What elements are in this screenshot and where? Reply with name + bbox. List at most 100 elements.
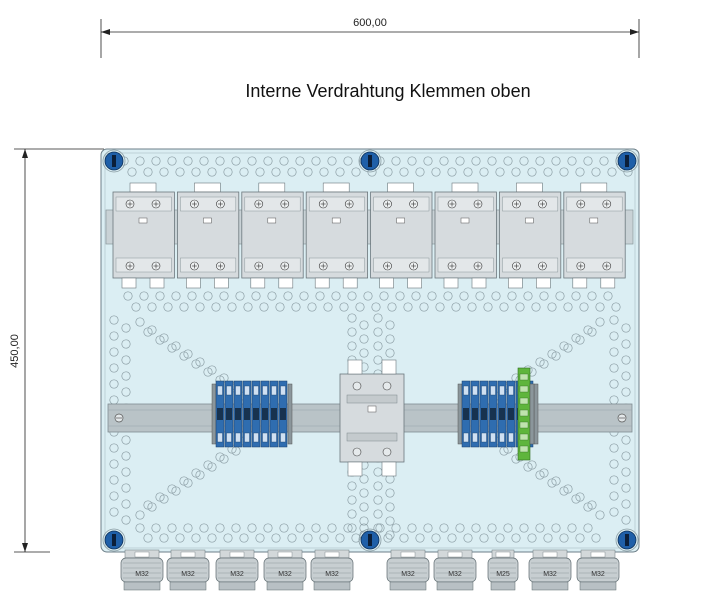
- terminal: [278, 380, 288, 448]
- mounting-hole: [291, 302, 301, 312]
- mounting-hole: [347, 327, 357, 337]
- cable-gland: M32: [215, 549, 259, 591]
- mounting-hole: [323, 302, 333, 312]
- mounting-hole: [215, 523, 225, 533]
- mounting-hole: [335, 533, 345, 543]
- cable-gland: M32: [263, 549, 307, 591]
- mounting-hole: [609, 363, 619, 373]
- terminal: [497, 380, 507, 448]
- mounting-hole: [347, 523, 357, 533]
- mounting-hole: [495, 533, 505, 543]
- mounting-hole: [609, 507, 619, 517]
- mounting-hole: [347, 341, 357, 351]
- mounting-hole: [431, 533, 441, 543]
- mounting-hole: [359, 320, 369, 330]
- mounting-hole: [535, 156, 545, 166]
- mounting-hole: [135, 510, 145, 520]
- mounting-hole: [109, 443, 119, 453]
- mounting-hole: [135, 156, 145, 166]
- mounting-hole: [555, 291, 565, 301]
- screw-icon: [358, 149, 382, 173]
- mounting-hole: [179, 476, 189, 486]
- mounting-hole: [351, 533, 361, 543]
- terminal-block-left: [211, 380, 293, 448]
- circuit-breaker: [112, 182, 175, 289]
- mounting-hole: [147, 502, 157, 512]
- mounting-hole: [559, 167, 569, 177]
- mounting-hole: [143, 167, 153, 177]
- gland-size-label: M32: [135, 571, 149, 578]
- circuit-breaker: [241, 182, 304, 289]
- mounting-hole: [507, 291, 517, 301]
- mounting-hole: [527, 460, 537, 470]
- mounting-hole: [207, 365, 217, 375]
- mounting-hole: [373, 481, 383, 491]
- mounting-hole: [167, 343, 177, 353]
- mounting-hole: [431, 167, 441, 177]
- mounting-hole: [511, 167, 521, 177]
- mounting-hole: [287, 167, 297, 177]
- mounting-hole-pattern: [109, 156, 633, 543]
- mounting-hole: [559, 341, 569, 351]
- ground-terminal: [517, 367, 535, 461]
- screw-icon: [615, 149, 639, 173]
- mounting-hole: [463, 533, 473, 543]
- mounting-hole: [211, 302, 221, 312]
- mounting-hole: [595, 302, 605, 312]
- mounting-hole: [373, 313, 383, 323]
- mounting-hole: [147, 302, 157, 312]
- mounting-hole: [147, 325, 157, 335]
- gland-size-label: M32: [448, 571, 462, 578]
- mounting-hole: [223, 167, 233, 177]
- mounting-hole: [371, 302, 381, 312]
- circuit-breaker: [563, 182, 626, 289]
- mounting-hole: [159, 533, 169, 543]
- mounting-hole: [575, 492, 585, 502]
- mounting-hole: [523, 291, 533, 301]
- gland-size-label: M32: [591, 571, 605, 578]
- mounting-hole: [121, 323, 131, 333]
- mounting-hole: [135, 523, 145, 533]
- mounting-hole: [471, 523, 481, 533]
- mounting-hole: [439, 156, 449, 166]
- height-dimension-label: 450,00: [9, 334, 21, 368]
- mounting-hole: [563, 343, 573, 353]
- mounting-hole: [551, 156, 561, 166]
- mounting-hole: [267, 291, 277, 301]
- mounting-hole: [155, 291, 165, 301]
- mounting-hole: [215, 156, 225, 166]
- cable-gland: M25: [487, 549, 519, 591]
- mounting-hole: [131, 302, 141, 312]
- mounting-hole: [191, 167, 201, 177]
- mounting-hole: [183, 478, 193, 488]
- mounting-hole: [155, 492, 165, 502]
- mounting-hole: [347, 509, 357, 519]
- mounting-hole: [551, 351, 561, 361]
- mounting-hole: [403, 302, 413, 312]
- mounting-hole: [535, 357, 545, 367]
- mounting-hole: [343, 523, 353, 533]
- mounting-hole: [347, 313, 357, 323]
- mounting-hole: [527, 167, 537, 177]
- mounting-hole: [609, 315, 619, 325]
- mounting-hole: [587, 291, 597, 301]
- mounting-hole: [483, 302, 493, 312]
- mounting-hole: [503, 156, 513, 166]
- mounting-hole: [327, 523, 337, 533]
- mounting-hole: [143, 327, 153, 337]
- mounting-hole: [207, 167, 217, 177]
- terminal: [488, 380, 498, 448]
- mounting-hole: [387, 302, 397, 312]
- mounting-hole: [551, 476, 561, 486]
- breaker-row: [112, 182, 626, 289]
- mounting-hole: [515, 302, 525, 312]
- mounting-hole: [203, 460, 213, 470]
- mounting-hole: [299, 291, 309, 301]
- mounting-hole: [347, 495, 357, 505]
- mounting-hole: [121, 339, 131, 349]
- mounting-hole: [603, 291, 613, 301]
- gland-size-label: M25: [496, 571, 510, 578]
- mounting-hole: [355, 302, 365, 312]
- gland-size-label: M32: [401, 571, 415, 578]
